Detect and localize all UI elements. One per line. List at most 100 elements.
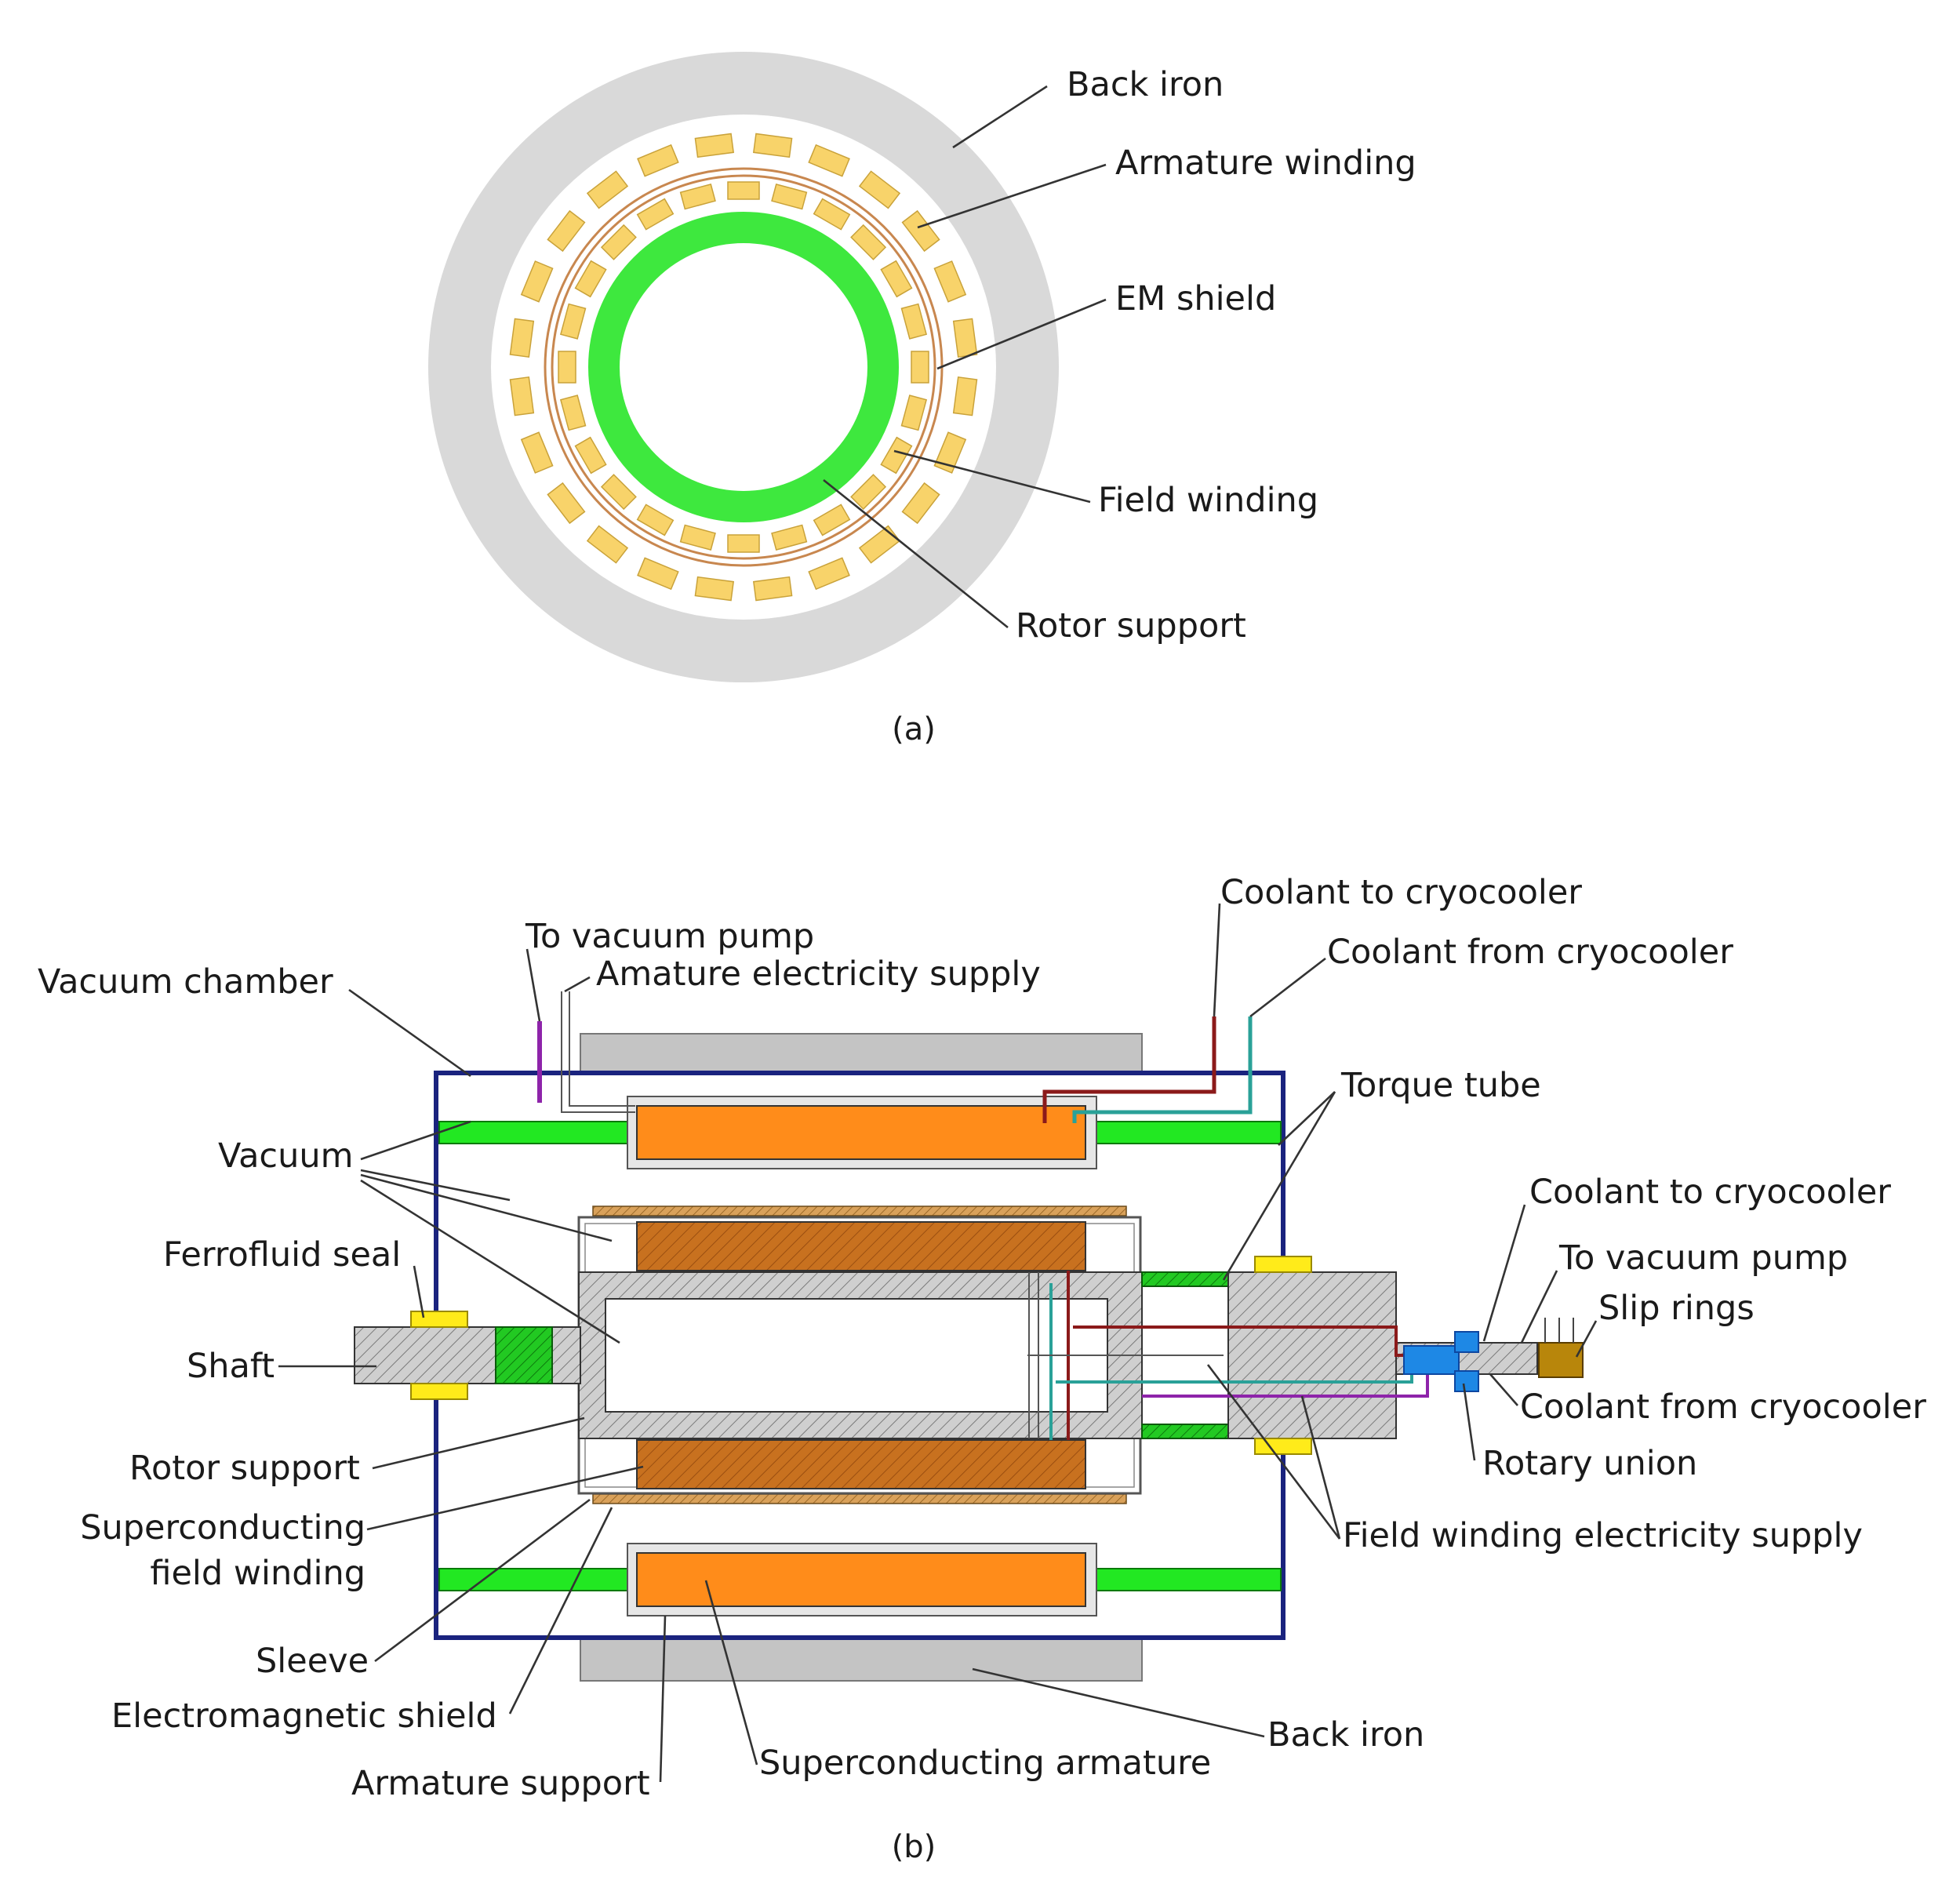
field-winding-slot [850, 224, 887, 260]
leader-sleeve [374, 1498, 591, 1663]
field-winding-slot [911, 351, 929, 384]
field-winding-slot [559, 303, 587, 340]
field-winding-slot [558, 351, 576, 384]
armature-winding-slot [752, 576, 793, 602]
caption-b: (b) [892, 1829, 936, 1865]
label-rotor-support: Rotor support [1016, 606, 1246, 645]
field-winding-slot [636, 504, 675, 536]
field-winding-slot [574, 260, 607, 298]
armature-winding-slot [547, 482, 586, 525]
label-amature-electricity-supply: Amature electricity supply [596, 955, 1041, 994]
leader-rotor-support [823, 478, 1009, 629]
leader-field-winding-supply-2 [1300, 1395, 1341, 1540]
rotary-union-top [1454, 1331, 1479, 1353]
label-torque-tube: Torque tube [1340, 1066, 1541, 1105]
leader-back-iron [952, 85, 1048, 149]
leader-torque-tube-2 [1222, 1091, 1336, 1281]
label-sleeve: Sleeve [256, 1642, 369, 1681]
leader-coolant-to-top [1213, 903, 1221, 1017]
armature-winding-slot [547, 209, 586, 253]
field-winding-slot [813, 504, 851, 536]
field-winding-slot [727, 534, 760, 553]
label-back-iron: Back iron [1067, 65, 1224, 104]
em-shield-inner-line [551, 174, 936, 560]
torque-tube-top [1141, 1271, 1229, 1287]
armature-winding-slot [901, 482, 940, 525]
back-iron-bottom [580, 1637, 1143, 1682]
label-armature-support: Armature support [351, 1764, 650, 1803]
leader-rotary-union [1462, 1383, 1476, 1461]
leader-vacuum-3 [360, 1173, 613, 1242]
superconducting-field-winding-top [636, 1221, 1086, 1271]
field-winding-slot [813, 198, 851, 231]
leader-to-vacuum-pump-top [525, 948, 541, 1022]
leader-em-shield [936, 298, 1107, 370]
label-to-vacuum-pump-right: To vacuum pump [1558, 1238, 1848, 1278]
armature-winding-slot [858, 525, 901, 564]
armature-winding-slot [752, 133, 793, 158]
leader-vacuum-4 [360, 1179, 620, 1344]
armature-winding-slot [694, 133, 735, 158]
label-superconducting-armature: Superconducting armature [759, 1744, 1211, 1783]
torque-tube-bottom [1141, 1424, 1229, 1439]
leader-armature-support [659, 1615, 667, 1783]
right-shaft-hub [1227, 1271, 1397, 1439]
armature-support-bottom-right [1093, 1568, 1282, 1591]
field-winding-slots [558, 181, 929, 553]
label-to-vacuum-pump-top: To vacuum pump [525, 917, 814, 956]
label-electromagnetic-shield: Electromagnetic shield [111, 1696, 497, 1736]
field-winding-slot [679, 524, 716, 551]
armature-winding-slot [901, 209, 940, 253]
label-ferrofluid-seal: Ferrofluid seal [163, 1235, 401, 1275]
leader-coolant-from-top [1249, 957, 1326, 1018]
field-winding-slot [850, 474, 887, 511]
armature-support-top-right [1093, 1121, 1282, 1144]
field-winding-slot [600, 474, 637, 511]
leader-back-iron-b [972, 1667, 1265, 1738]
armature-winding-slot [520, 431, 554, 474]
leader-em-shield-b [508, 1507, 613, 1715]
figure-b: To vacuum pump Amature electricity suppl… [38, 873, 1926, 1865]
ferrofluid-seal-right-bottom [1254, 1438, 1312, 1455]
field-winding-slot [880, 436, 913, 475]
coolant-to-top-line [1042, 1016, 1216, 1123]
armature-winding-slot [520, 260, 554, 303]
leader-ferrofluid-seal [413, 1265, 425, 1318]
leader-vacuum-chamber [348, 988, 471, 1078]
em-shield-top [592, 1206, 1127, 1216]
ferrofluid-seal-right-top [1254, 1256, 1312, 1273]
armature-winding-slot [808, 557, 850, 591]
leader-coolant-to-right [1482, 1204, 1526, 1342]
armature-winding-slot [509, 318, 535, 358]
leader-slip-rings [1575, 1320, 1598, 1358]
coolant-from-top-line [1072, 1016, 1253, 1123]
field-winding-slot [900, 303, 928, 340]
leader-armature-winding [917, 163, 1107, 229]
em-shield-bottom [592, 1493, 1127, 1504]
rotary-union-body [1403, 1345, 1460, 1375]
field-winding-slot [880, 260, 913, 298]
label-armature-winding: Armature winding [1115, 144, 1416, 183]
label-vacuum: Vacuum [218, 1136, 353, 1176]
label-superconducting-field-winding-2: field winding [150, 1554, 365, 1593]
leader-vacuum-1 [360, 1120, 471, 1161]
field-winding-slot [771, 524, 808, 551]
field-winding-slot [574, 436, 607, 475]
leader-rotor-support-b [372, 1416, 585, 1470]
armature-winding-slot [586, 170, 629, 209]
field-winding-slot [679, 183, 716, 210]
field-winding-slot [727, 181, 760, 200]
superconducting-field-winding-bottom [636, 1439, 1086, 1489]
armature-winding-slot [808, 144, 850, 177]
armature-winding-slot [509, 376, 535, 416]
field-winding-slot [636, 198, 675, 231]
field-winding-slot [600, 224, 637, 260]
label-field-winding: Field winding [1098, 481, 1318, 520]
armature-winding-slot [952, 318, 978, 358]
ferrofluid-seal-left-bottom [410, 1383, 468, 1400]
armature-winding-slot [637, 144, 679, 177]
label-rotor-support-b: Rotor support [129, 1449, 360, 1488]
armature-winding-slot [586, 525, 629, 564]
label-coolant-from-cryocooler-top: Coolant from cryocooler [1327, 933, 1733, 972]
